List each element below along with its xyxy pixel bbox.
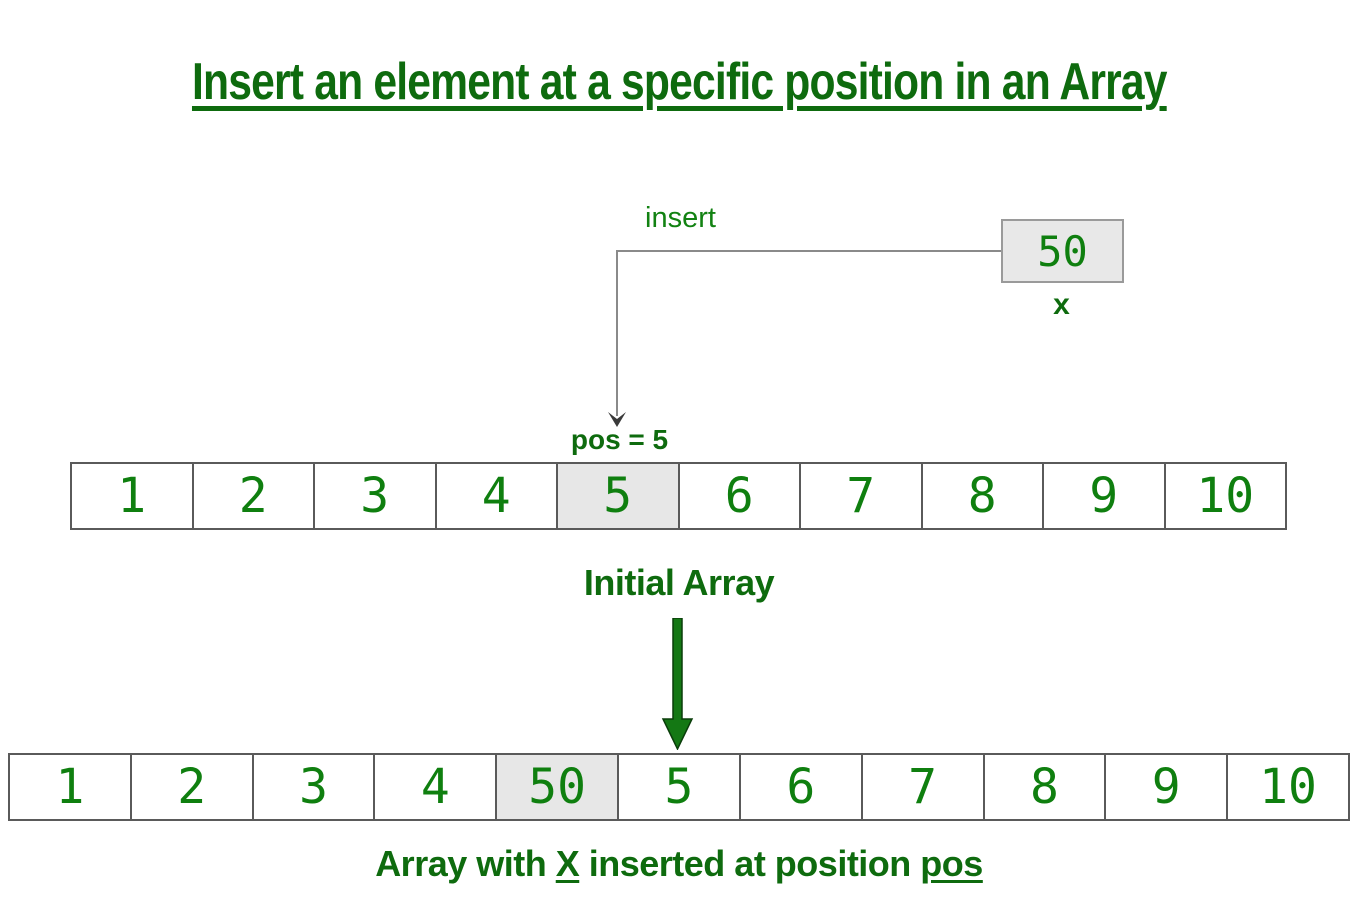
array-cell-7: 7 [860,755,983,819]
array-cell-1: 1 [10,755,130,819]
array-cell-10: 10 [1163,464,1285,528]
initial-array-caption: Initial Array [583,562,775,603]
insert-label: insert [645,202,716,234]
array-cell-10: 10 [1226,755,1348,819]
pos-label: pos = 5 [570,424,669,455]
x-value-box: 50 [1001,219,1124,283]
array-cell-4: 4 [434,464,556,528]
caption-prefix: Array with [375,843,556,884]
array-cell-9: 9 [1104,755,1227,819]
insert-connector-vertical-line [616,250,618,416]
array-cell-6: 6 [677,464,799,528]
array-cell-1: 1 [72,464,192,528]
page-title-text: Insert an element at a specific position… [191,53,1168,111]
page-title: Insert an element at a specific position… [0,52,1358,112]
array-cell-2: 2 [191,464,313,528]
array-cell-5: 5 [556,464,678,528]
caption-middle: inserted at position [579,843,921,884]
array-cell-3: 3 [251,755,374,819]
array-cell-4: 4 [373,755,496,819]
array-cell-8: 8 [982,755,1105,819]
array-cell-7: 7 [799,464,921,528]
array-cell-50: 50 [495,755,618,819]
array-cell-6: 6 [738,755,861,819]
caption-pos-term: pos [920,843,983,884]
x-variable-label: x [1053,288,1070,321]
array-cell-3: 3 [313,464,435,528]
result-array-caption: Array with X inserted at position pos [0,843,1358,885]
x-value: 50 [1037,226,1088,276]
transform-down-arrow-icon [661,618,694,750]
down-arrowhead-icon [608,412,626,427]
array-cell-8: 8 [920,464,1042,528]
array-cell-9: 9 [1042,464,1164,528]
caption-x-term: X [555,843,580,884]
insert-connector-horizontal-line [617,250,1002,252]
array-cell-5: 5 [617,755,739,819]
array-cell-2: 2 [129,755,252,819]
